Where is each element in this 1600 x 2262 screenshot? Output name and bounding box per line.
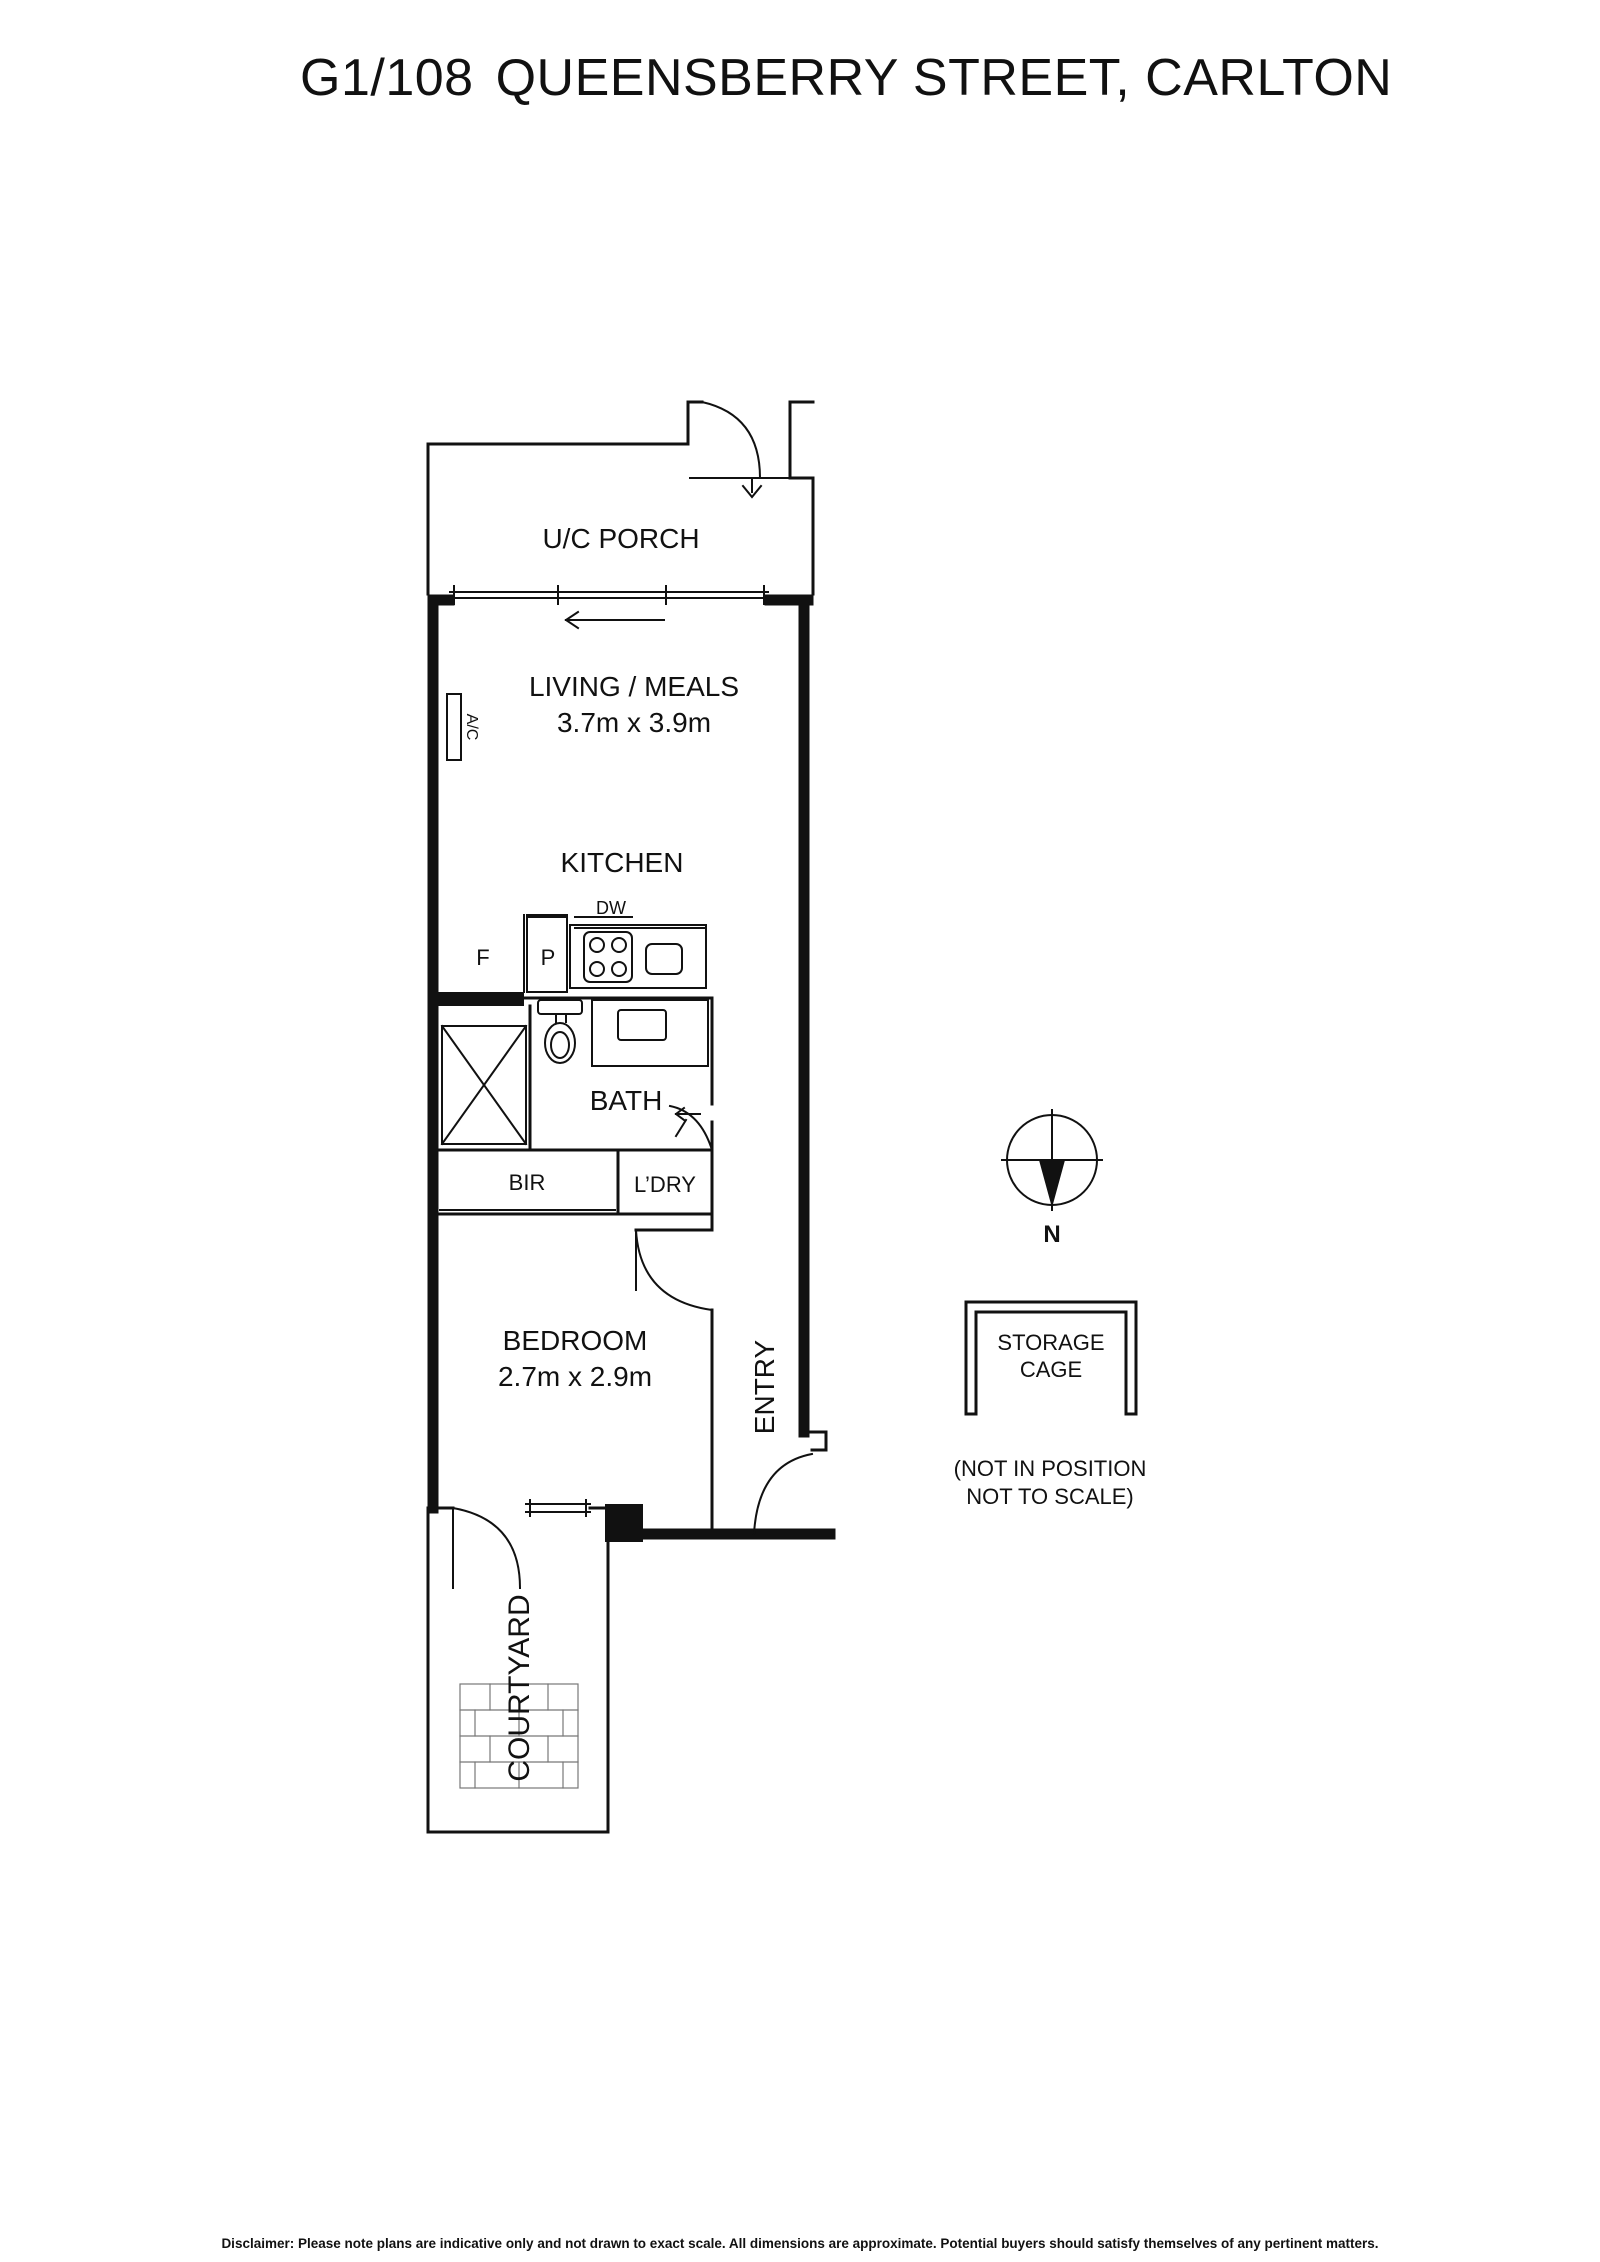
bedroom-label: BEDROOM [503,1325,648,1356]
bedroom-size: 2.7m x 2.9m [498,1361,652,1392]
bedroom-wall-block [605,1504,643,1542]
bedroom-door [634,1228,714,1312]
courtyard-door [451,1499,591,1590]
entry-label: ENTRY [749,1339,780,1434]
toilet-icon [537,999,583,1064]
storage-note-1: (NOT IN POSITION [954,1456,1147,1481]
sliding-door [449,585,769,630]
porch-label: U/C PORCH [542,523,699,554]
ac-label: A/C [463,714,480,741]
bath-door [668,1104,714,1152]
paving-pattern [459,1683,579,1789]
storage-note-2: NOT TO SCALE) [966,1484,1134,1509]
living-label: LIVING / MEALS [529,671,739,702]
living-size: 3.7m x 3.9m [557,707,711,738]
storage-cage-box [964,1300,1138,1416]
porch-door [689,400,791,499]
storage-label-1: STORAGE [997,1330,1104,1355]
porch-walls [426,400,815,596]
storage-label-2: CAGE [1020,1357,1082,1382]
courtyard-label: COURTYARD [503,1594,536,1781]
fridge-label: F [476,945,489,970]
courtyard-walls [426,1506,610,1834]
dw-label: DW [596,898,626,918]
disclaimer: Disclaimer: Please note plans are indica… [221,2236,1379,2251]
street-address: QUEENSBERRY STREET, CARLTON [495,49,1393,107]
kitchen-bench [569,916,707,989]
north-arrow-pointer [1038,1159,1066,1208]
unit-number: G1/108 [300,49,474,107]
bir-label: BIR [509,1170,546,1195]
vanity [591,999,709,1067]
entry-door [752,1452,814,1536]
shower [440,1024,528,1146]
interior-walls [436,996,714,1532]
entry-jamb [807,1430,828,1452]
bath-label: BATH [590,1085,663,1116]
fridge-pantry [523,914,568,993]
kitchen-label: KITCHEN [561,847,684,878]
laundry-label: L’DRY [634,1172,696,1197]
ac-unit [446,693,462,761]
compass-label: N [1043,1221,1060,1248]
pantry-label: P [541,945,556,970]
page-title: G1/108 QUEENSBERRY STREET, CARLTON [300,48,1400,108]
partition-block [438,992,524,1006]
